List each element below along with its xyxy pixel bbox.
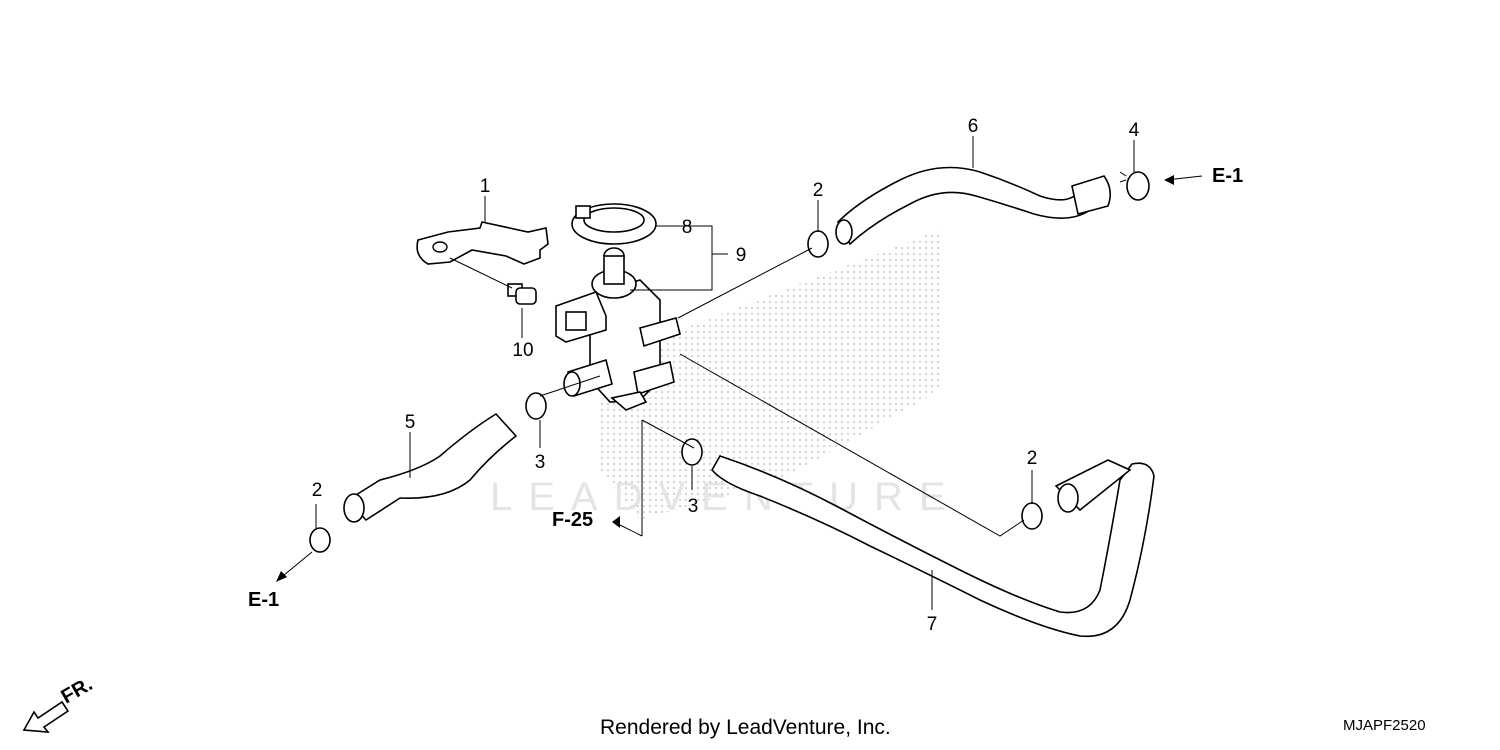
valve-part-9 bbox=[555, 247, 681, 411]
clamp-part-3-left bbox=[525, 392, 547, 420]
clamp-part-2-upper bbox=[807, 230, 829, 258]
callout-2-upper: 2 bbox=[813, 180, 824, 201]
leader-lines bbox=[315, 136, 1135, 610]
callout-5: 5 bbox=[405, 412, 416, 433]
watermark-text: LEADVENTURE bbox=[490, 475, 962, 519]
callout-4: 4 bbox=[1129, 120, 1140, 141]
callout-2-lower-right: 2 bbox=[1027, 448, 1038, 469]
callout-1: 1 bbox=[480, 176, 491, 197]
clamp-part-2-lower-left bbox=[309, 527, 331, 553]
hose-part-6 bbox=[835, 166, 1112, 246]
callout-10: 10 bbox=[512, 340, 533, 361]
bolt-part-10 bbox=[507, 283, 537, 305]
reference-e1-left: E-1 bbox=[248, 589, 279, 611]
reference-f25: F-25 bbox=[552, 509, 593, 531]
clamp-part-4 bbox=[1119, 171, 1150, 201]
clamp-part-3-middle bbox=[681, 438, 703, 466]
front-direction-arrow-icon: FR. bbox=[22, 673, 96, 733]
rendered-by-footer: Rendered by LeadVenture, Inc. bbox=[600, 716, 891, 739]
callout-7: 7 bbox=[927, 614, 938, 635]
callout-9: 9 bbox=[736, 245, 747, 266]
callout-8: 8 bbox=[682, 217, 693, 238]
callout-3-middle: 3 bbox=[688, 496, 699, 517]
callout-2-lower-left: 2 bbox=[312, 480, 323, 501]
diagram-code: MJAPF2520 bbox=[1343, 717, 1426, 734]
callout-6: 6 bbox=[968, 116, 979, 137]
callout-3-left: 3 bbox=[535, 452, 546, 473]
holder-part-8 bbox=[571, 203, 657, 245]
clamp-part-2-lower-right bbox=[1021, 502, 1043, 530]
hose-part-7 bbox=[711, 455, 1155, 638]
hose-part-5 bbox=[343, 412, 518, 523]
reference-arrow-icon bbox=[276, 175, 1203, 582]
bracket-part-1 bbox=[416, 221, 549, 265]
reference-e1-right: E-1 bbox=[1212, 165, 1243, 187]
